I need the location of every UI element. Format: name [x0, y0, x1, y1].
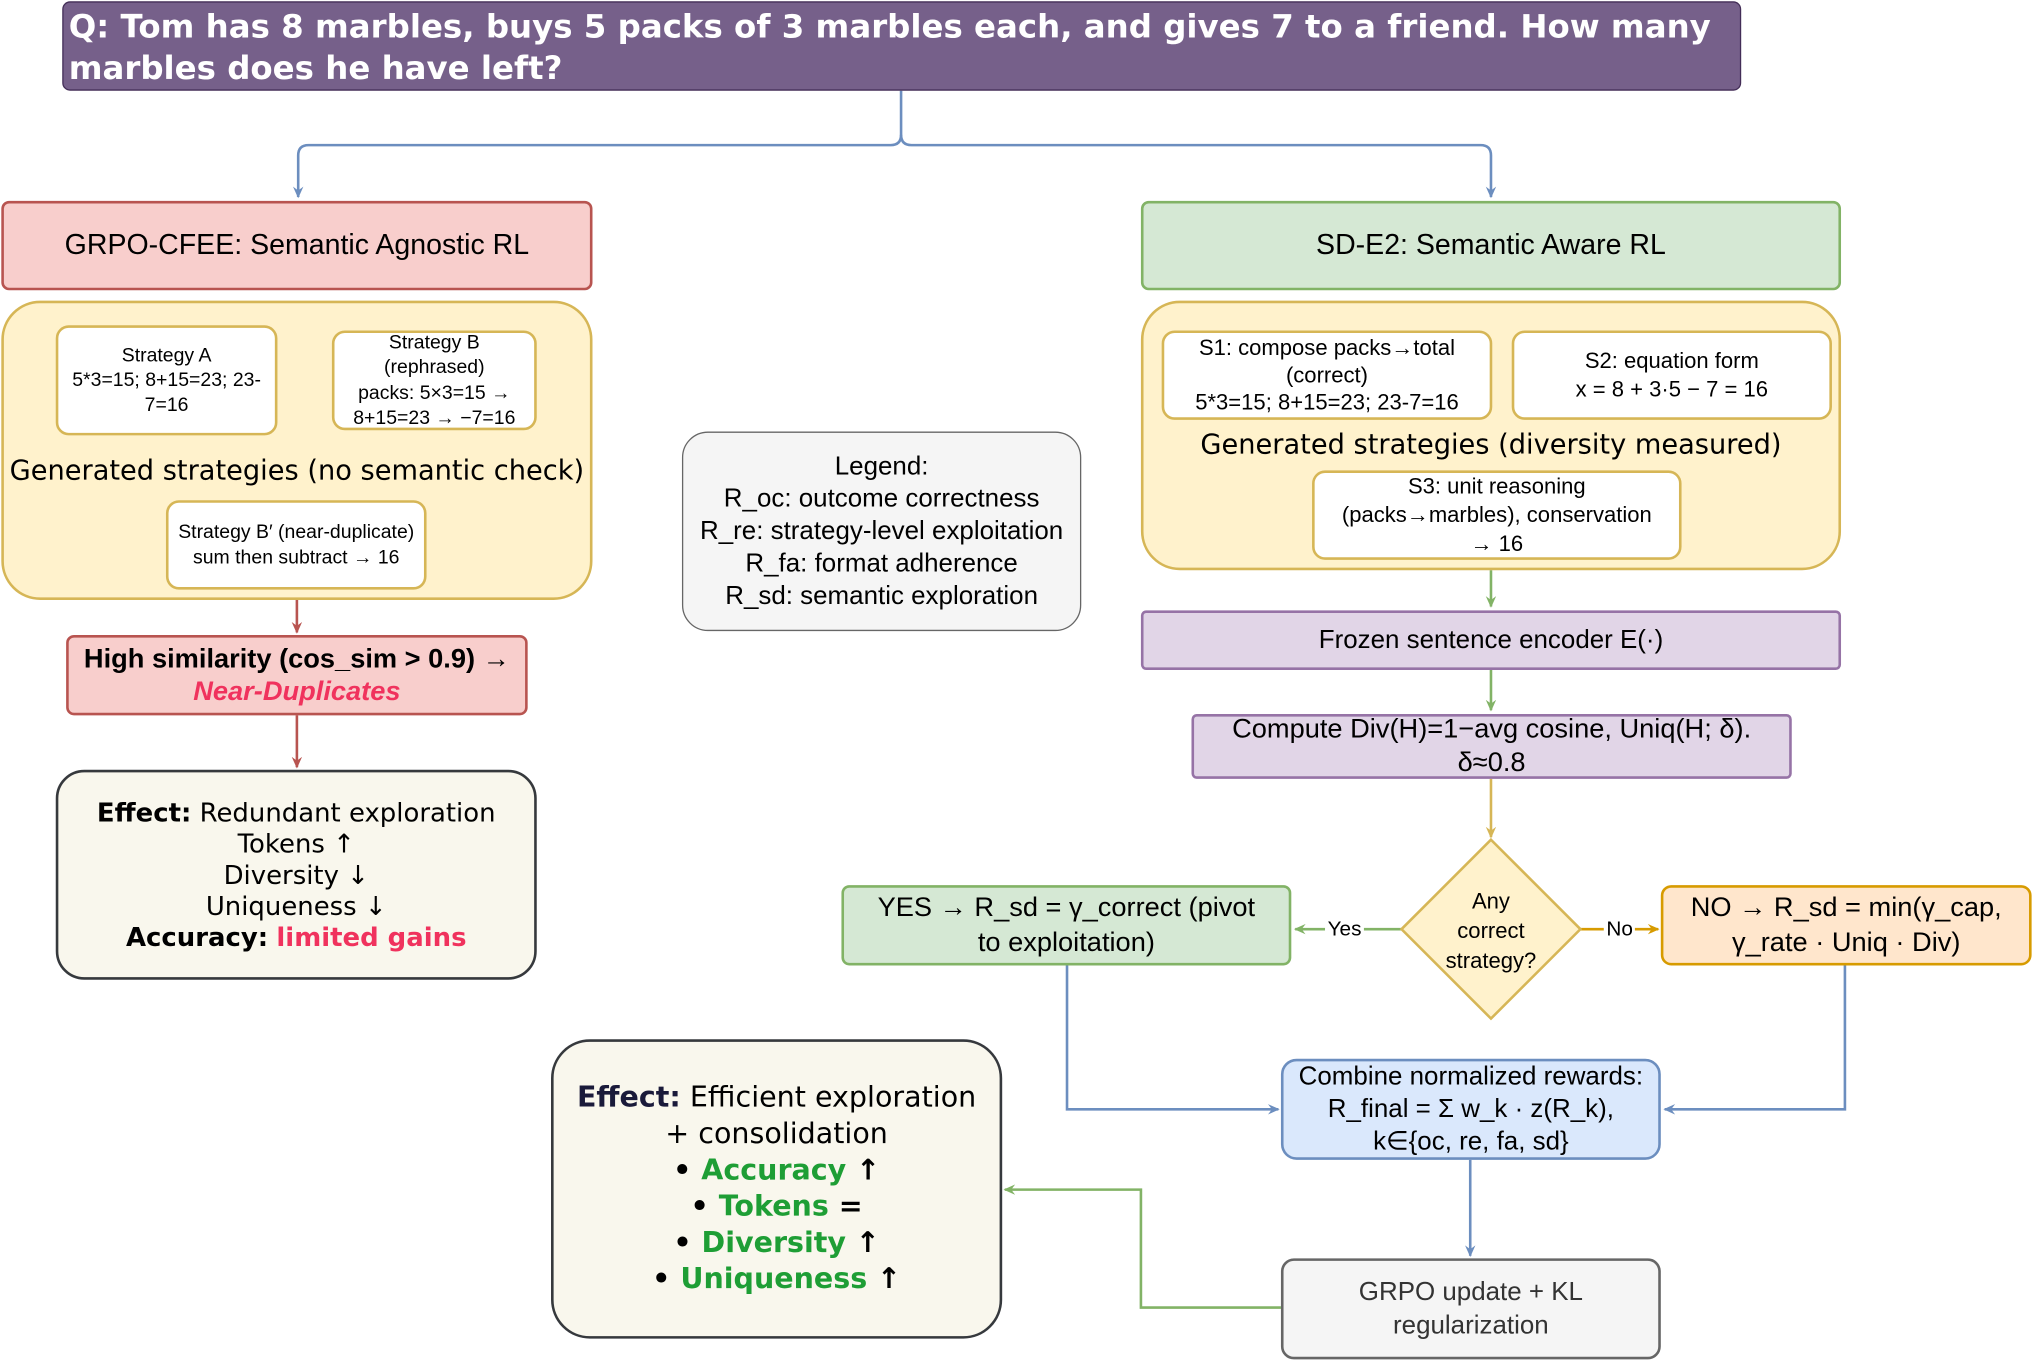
- left-effect-tokens: Tokens ↑: [237, 828, 355, 860]
- question-box: Q: Tom has 8 marbles, buys 5 packs of 3 …: [62, 1, 1742, 91]
- right-effect-line2: + consolidation: [665, 1117, 888, 1151]
- edge-question-to-right: [899, 134, 1497, 199]
- right-effect-uniqueness: Uniqueness: [680, 1262, 868, 1296]
- update-line: GRPO update + KL: [1358, 1277, 1583, 1307]
- encoder-box: Frozen sentence encoder E(·): [1140, 610, 1842, 670]
- edge-no-to-combine: [1663, 965, 1847, 1115]
- similarity-box: High similarity (cos_sim > 0.9) → Near-D…: [66, 634, 528, 716]
- s2-box: S2: equation form x = 8 + 3·5 − 7 = 16: [1511, 330, 1832, 420]
- compute-line: δ≈0.8: [1457, 747, 1526, 778]
- s3-line: S3: unit reasoning: [1407, 473, 1586, 499]
- legend-item: R_oc: outcome correctness: [723, 484, 1040, 513]
- bullet-dot: •: [673, 1153, 702, 1187]
- combine-box: Combine normalized rewards: R_final = Σ …: [1280, 1058, 1661, 1160]
- s3-line: → 16: [1470, 530, 1524, 556]
- legend-item: R_sd: semantic exploration: [725, 581, 1038, 610]
- strategy-a-line: Strategy A: [121, 344, 212, 367]
- right-effect-box: Effect: Efficient exploration + consolid…: [551, 1039, 1003, 1339]
- update-box: GRPO update + KL regularization: [1280, 1258, 1661, 1360]
- edge-update-to-effect: [1003, 1184, 1281, 1309]
- legend-item: R_re: strategy-level exploitation: [700, 516, 1064, 545]
- yes-edge-label: Yes: [1325, 918, 1365, 943]
- right-group-label: Generated strategies (diversity measured…: [1200, 428, 1782, 461]
- right-effect-label: Effect:: [576, 1081, 681, 1114]
- left-effect-accuracy-label: Accuracy:: [125, 921, 269, 953]
- question-text: Tom has 8 marbles, buys 5 packs of 3 mar…: [68, 7, 1711, 87]
- compute-line: Compute Div(H)=1−avg cosine, Uniq(H; δ).: [1232, 714, 1752, 744]
- question-prefix: Q:: [68, 7, 110, 46]
- strategy-b-line: 8+15=23 → −7=16: [353, 406, 516, 429]
- s1-line: S1: compose packs→total: [1198, 335, 1455, 361]
- right-effect-accuracy-arrow: ↑: [846, 1153, 881, 1187]
- legend-box: Legend: R_oc: outcome correctness R_re: …: [681, 431, 1082, 632]
- strategy-a-box: Strategy A 5*3=15; 8+15=23; 23-7=16: [55, 325, 278, 436]
- left-effect-diversity: Diversity ↓: [223, 859, 369, 891]
- strategy-b-box: Strategy B (rephrased) packs: 5×3=15 → 8…: [331, 330, 537, 431]
- left-effect-label: Effect:: [96, 796, 192, 829]
- left-title-box: GRPO-CFEE: Semantic Agnostic RL: [1, 200, 593, 291]
- s1-box: S1: compose packs→total (correct) 5*3=15…: [1161, 330, 1493, 420]
- combine-line: k∈{oc, re, fa, sd}: [1373, 1126, 1569, 1156]
- decision-line: correct: [1457, 918, 1525, 943]
- right-effect-tokens: Tokens: [718, 1190, 829, 1223]
- update-line: regularization: [1393, 1311, 1549, 1340]
- s3-line: (packs→marbles), conservation: [1341, 502, 1652, 527]
- right-effect-accuracy: Accuracy: [701, 1153, 847, 1187]
- strategy-b-prime-line: Strategy B′ (near-duplicate): [178, 521, 415, 544]
- left-group-label: Generated strategies (no semantic check): [9, 454, 585, 486]
- no-result-box: NO → R_sd = min(γ_cap, γ_rate · Uniq · D…: [1660, 885, 2032, 966]
- right-effect-tokens-arrow: =: [828, 1190, 863, 1223]
- s1-line: (correct): [1285, 362, 1368, 388]
- decision-text: Any correct strategy?: [1420, 885, 1563, 976]
- encoder-label: Frozen sentence encoder E(·): [1318, 625, 1664, 655]
- bullet-dot: •: [690, 1190, 719, 1223]
- bullet-dot: •: [673, 1226, 702, 1259]
- strategy-b-prime-line: sum then subtract → 16: [193, 546, 400, 569]
- no-result-line: γ_rate · Uniq · Div): [1731, 927, 1961, 958]
- strategy-b-prime-box: Strategy B′ (near-duplicate) sum then su…: [165, 500, 427, 590]
- similarity-line1: High similarity (cos_sim > 0.9) →: [83, 643, 510, 674]
- s2-line: x = 8 + 3·5 − 7 = 16: [1575, 376, 1769, 402]
- edge-yes-to-combine: [1065, 965, 1280, 1115]
- combine-line: Combine normalized rewards:: [1298, 1061, 1644, 1091]
- right-effect-diversity: Diversity: [701, 1226, 847, 1259]
- yes-result-box: YES → R_sd = γ_correct (pivot to exploit…: [841, 885, 1292, 966]
- yes-result-line: to exploitation): [977, 927, 1155, 958]
- strategy-a-line: 5*3=15; 8+15=23; 23-7=16: [72, 369, 261, 417]
- legend-item: R_fa: format adherence: [745, 548, 1018, 578]
- s1-line: 5*3=15; 8+15=23; 23-7=16: [1195, 390, 1459, 415]
- left-effect-text: Redundant exploration: [191, 796, 496, 829]
- strategy-b-line: packs: 5×3=15 →: [358, 381, 511, 404]
- yes-result-line: YES → R_sd = γ_correct (pivot: [877, 892, 1256, 923]
- decision-line: strategy?: [1445, 947, 1537, 973]
- left-effect-box: Effect: Redundant exploration Tokens ↑ D…: [55, 769, 537, 980]
- combine-line: R_final = Σ w_k · z(R_k),: [1327, 1094, 1614, 1123]
- legend-title: Legend:: [834, 451, 929, 481]
- edge-question-to-split: [293, 90, 903, 199]
- s2-line: S2: equation form: [1584, 347, 1759, 373]
- left-effect-accuracy-value: limited gains: [276, 921, 467, 953]
- right-effect-uniqueness-arrow: ↑: [867, 1262, 902, 1296]
- similarity-line2: Near-Duplicates: [193, 676, 401, 707]
- right-effect-diversity-arrow: ↑: [846, 1226, 880, 1259]
- compute-box: Compute Div(H)=1−avg cosine, Uniq(H; δ).…: [1191, 714, 1792, 779]
- right-effect-text: Efficient exploration: [680, 1081, 977, 1114]
- left-title: GRPO-CFEE: Semantic Agnostic RL: [64, 228, 530, 261]
- left-effect-uniqueness: Uniqueness ↓: [205, 890, 387, 922]
- strategy-b-line: Strategy B: [388, 331, 480, 354]
- s3-box: S3: unit reasoning (packs→marbles), cons…: [1312, 470, 1682, 560]
- no-result-line: NO → R_sd = min(γ_cap,: [1690, 892, 2002, 923]
- strategy-b-line: (rephrased): [384, 356, 485, 379]
- decision-line: Any: [1471, 888, 1510, 913]
- decision-diamond: [1399, 837, 1583, 1021]
- right-title-box: SD-E2: Semantic Aware RL: [1140, 200, 1842, 291]
- right-title: SD-E2: Semantic Aware RL: [1316, 228, 1666, 261]
- bullet-dot: •: [652, 1262, 681, 1296]
- no-edge-label: No: [1603, 918, 1636, 943]
